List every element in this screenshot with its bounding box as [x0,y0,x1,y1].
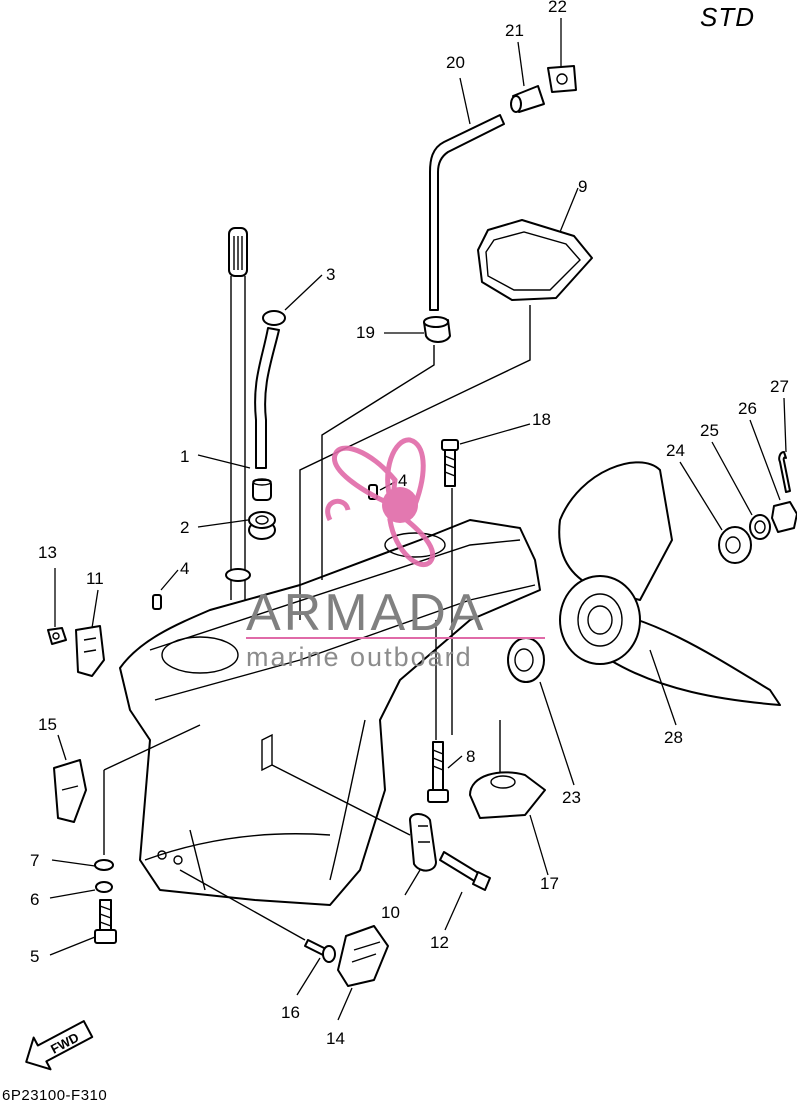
propeller-28 [558,461,781,706]
nut-13 [47,627,67,645]
callout-9: 9 [578,177,587,196]
callout-7: 7 [30,851,39,870]
anode-14 [337,925,389,987]
callout-5: 5 [30,947,39,966]
bolt-18 [441,439,459,487]
bolt-5 [94,899,117,944]
cotter-pin-27 [778,451,791,493]
anode-15 [53,759,87,823]
callout-22: 22 [548,0,567,16]
watermark-brand: ARMADA [246,584,486,642]
seal-2 [248,511,276,540]
drawing-code: 6P23100-F310 [2,1087,108,1104]
callout-8: 8 [466,747,475,766]
callout-24: 24 [666,441,685,460]
bolt-12 [439,851,491,891]
callout-13: 13 [38,543,57,562]
grommet-1 [252,478,272,501]
callout-14: 14 [326,1029,345,1048]
washer-25 [749,514,771,540]
callout-11: 11 [86,569,104,588]
lower-casing [119,519,541,906]
assembly-guides [103,305,531,941]
callout-26: 26 [738,399,757,418]
water-tube [254,310,286,469]
callout-21: 21 [505,21,524,40]
thrust-bushing-23 [507,637,545,683]
callout-28: 28 [664,728,683,747]
callout-3: 3 [326,265,335,284]
watermark-tagline: marine outboard [246,642,473,672]
leader-lines [49,18,787,1021]
callout-16: 16 [281,1003,300,1022]
callout-4-left: 4 [180,559,189,578]
spacer-24 [718,526,752,564]
callout-27: 27 [770,377,789,396]
callout-4-right: 4 [398,471,407,490]
callout-23: 23 [562,788,581,807]
callout-10: 10 [381,903,400,922]
callout-6: 6 [30,890,39,909]
callout-18: 18 [532,410,551,429]
grommet-19 [423,316,451,343]
dowel-pin-left [152,594,162,610]
nut-26 [771,501,797,533]
washer-7 [94,859,114,871]
callout-25: 25 [700,421,719,440]
callout-15: 15 [38,715,57,734]
washer-6 [95,881,113,893]
variant-label: STD [700,2,755,32]
grommet-21 [510,85,545,113]
callout-20: 20 [446,53,465,72]
callout-numbers: 1 2 3 4 4 5 6 7 8 9 10 11 12 13 14 15 16… [30,0,789,1048]
gasket-9 [477,219,593,301]
trim-tab-17 [469,771,546,819]
bolt-8 [427,741,449,803]
screw-16 [304,939,336,963]
shift-rod [225,227,251,600]
anode-10 [409,813,437,872]
cooling-pipe [429,114,505,311]
callout-12: 12 [430,933,449,952]
watermark: ARMADA marine outboard [246,437,545,672]
anode-11 [75,625,105,677]
fwd-arrow: FWD [25,1020,94,1071]
propeller-logo-icon [325,437,436,567]
callout-17: 17 [540,874,559,893]
callout-2: 2 [180,518,189,537]
callout-19: 19 [356,323,375,342]
callout-1: 1 [180,447,189,466]
clamp-22 [547,65,577,93]
